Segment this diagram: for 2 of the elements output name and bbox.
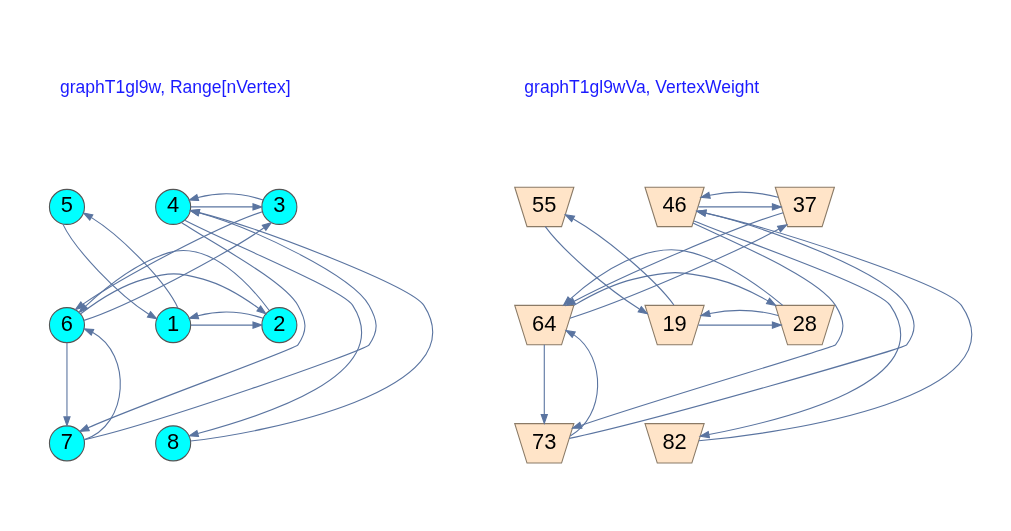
label: graphT1gl9wVa, VertexWeight xyxy=(523,76,759,97)
label: graphT1gl9w, Range[nVertex] xyxy=(59,76,291,97)
